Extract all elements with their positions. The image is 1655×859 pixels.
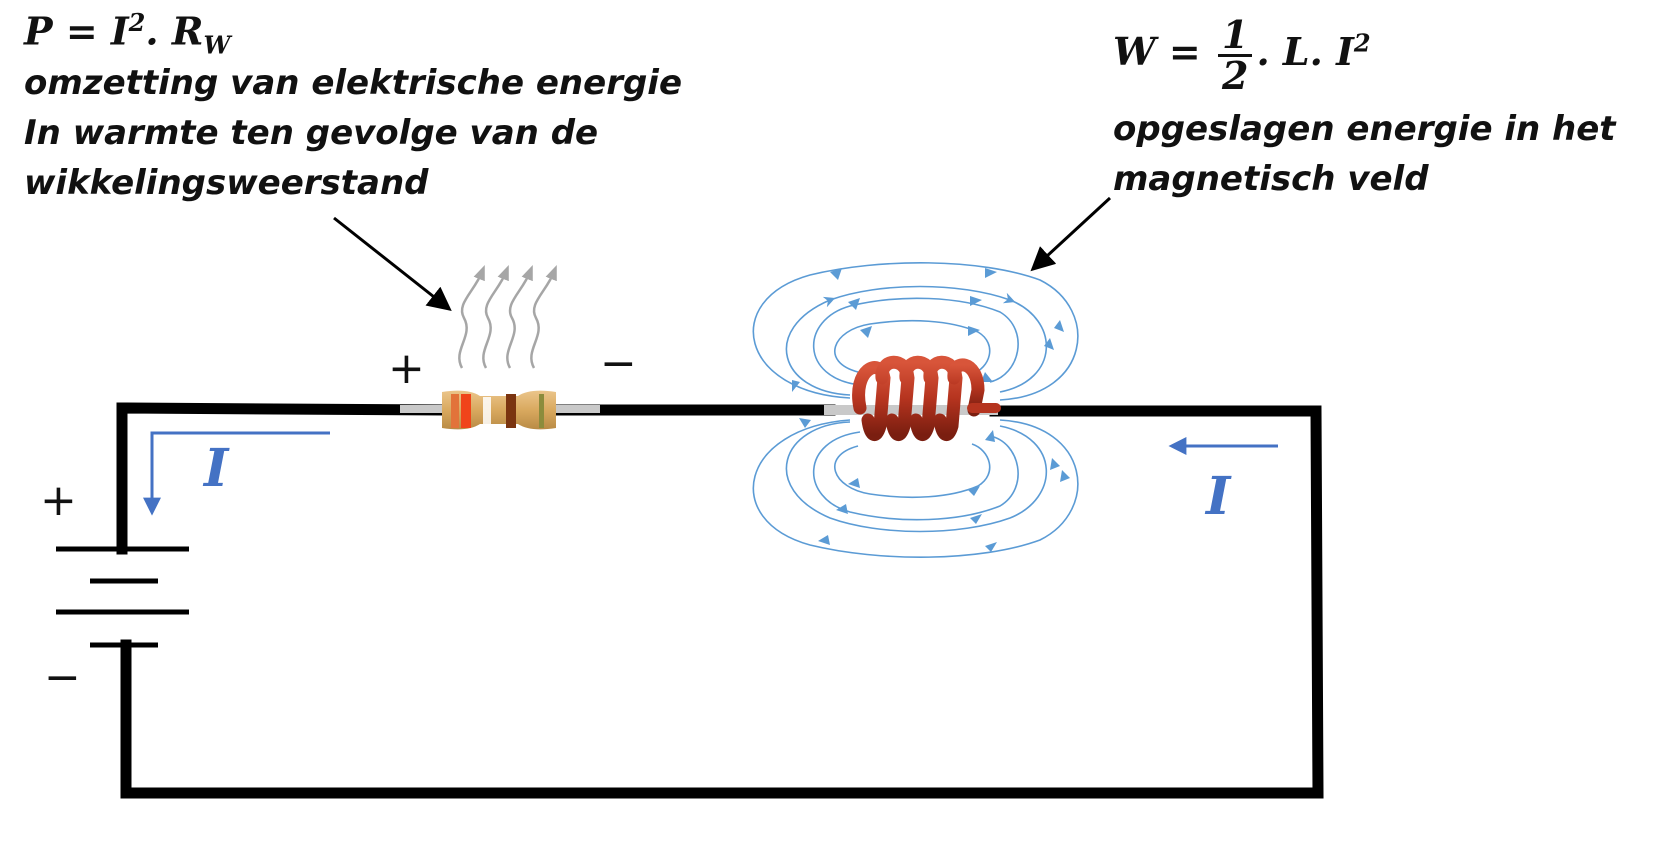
left-caption: omzetting van elektrische energie In war… <box>24 58 682 208</box>
equals-sign: = <box>65 8 98 54</box>
right-caption-line-2: magnetisch veld <box>1113 159 1429 199</box>
pointer-arrow-right <box>1030 196 1112 272</box>
energy-symbol: W <box>1113 29 1156 74</box>
heat-waves <box>458 265 557 369</box>
power-formula: P = I2. RW <box>24 8 230 59</box>
magnetic-field-lines <box>752 262 1079 558</box>
resistor <box>400 390 600 430</box>
left-caption-line-2: In warmte ten gevolge van de <box>24 113 599 153</box>
left-caption-line-1: omzetting van elektrische energie <box>24 63 683 103</box>
current-arrow-left <box>143 431 330 516</box>
exponent: 2 <box>1353 28 1371 58</box>
field-arrowheads <box>792 268 1070 552</box>
power-symbol: P <box>24 8 53 54</box>
dot: . <box>145 8 159 54</box>
resistor-minus-sign: − <box>600 338 637 389</box>
current-label-right: I <box>1206 466 1231 527</box>
fraction-denominator: 2 <box>1222 53 1249 98</box>
current-label-left: I <box>204 438 229 499</box>
battery <box>56 546 189 648</box>
wire <box>116 402 1324 799</box>
pointer-arrow-left <box>333 216 452 311</box>
resistance-subscript: W <box>203 30 231 60</box>
fraction: 1 2 <box>1218 16 1253 98</box>
left-caption-line-3: wikkelingsweerstand <box>24 163 429 203</box>
inductor-coil <box>820 355 1001 441</box>
battery-plus-sign: + <box>40 475 77 526</box>
right-caption: opgeslagen energie in het magnetisch vel… <box>1113 104 1616 204</box>
formula-rest: . L. I <box>1256 29 1354 74</box>
resistor-plus-sign: + <box>388 343 425 394</box>
current-symbol: I <box>110 8 129 54</box>
energy-formula: W = 1 2 . L. I2 <box>1113 16 1371 95</box>
exponent: 2 <box>128 8 146 37</box>
equals-sign: = <box>1168 29 1201 74</box>
right-caption-line-1: opgeslagen energie in het <box>1113 109 1616 149</box>
battery-minus-sign: − <box>44 652 81 703</box>
fraction-numerator: 1 <box>1218 16 1253 57</box>
resistance-symbol: R <box>171 8 204 54</box>
